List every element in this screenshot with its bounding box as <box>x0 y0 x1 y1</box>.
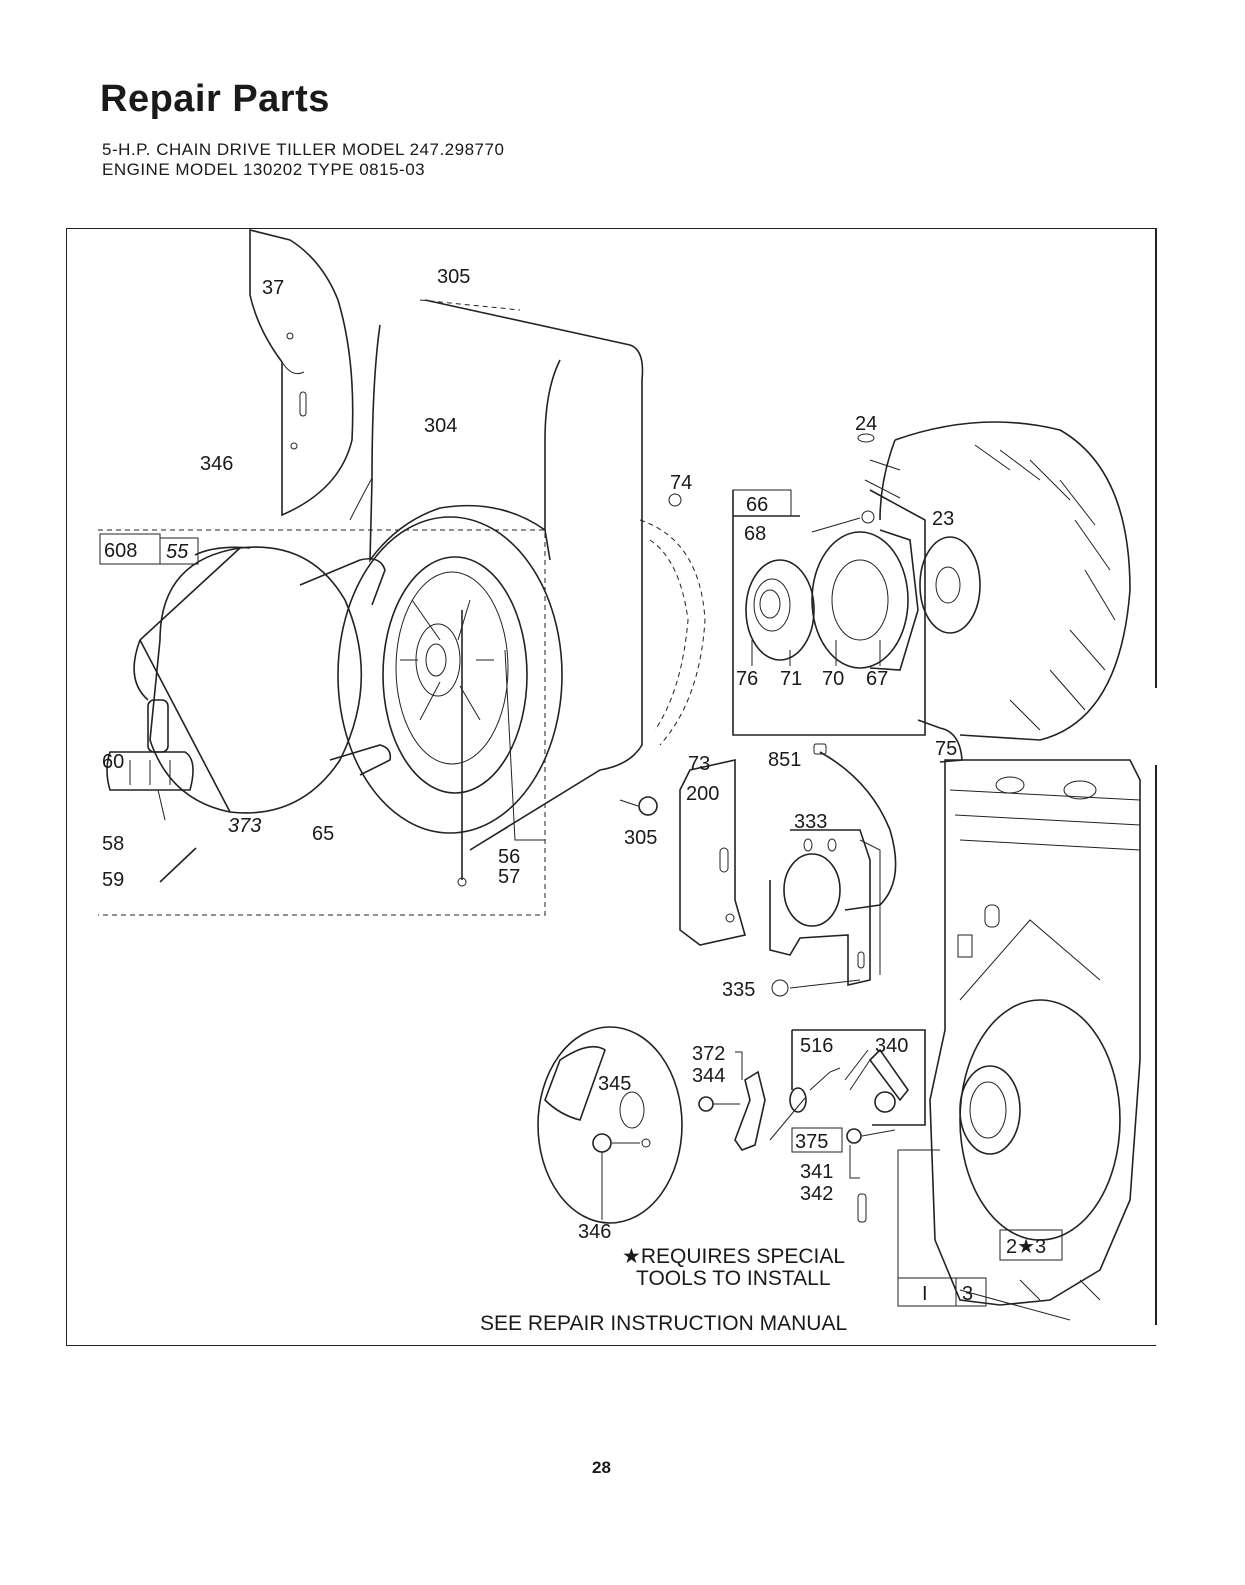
label-65: 65 <box>312 823 334 845</box>
label-305-top: 305 <box>437 266 470 288</box>
page-title: Repair Parts <box>100 78 330 120</box>
label-335: 335 <box>722 979 755 1001</box>
label-375: 375 <box>795 1131 828 1153</box>
part-305-screw <box>619 796 658 816</box>
label-373: 373 <box>228 815 261 837</box>
label-75: 75 <box>935 738 957 760</box>
label-55: 55 <box>166 541 189 563</box>
label-304: 304 <box>424 415 457 437</box>
label-1: I <box>922 1283 928 1305</box>
label-342: 342 <box>800 1183 833 1205</box>
label-341: 341 <box>800 1161 833 1183</box>
part-345-flywheel-nut-assembly <box>537 1026 683 1224</box>
label-344: 344 <box>692 1065 725 1087</box>
label-71: 71 <box>780 668 802 690</box>
label-340: 340 <box>875 1035 908 1057</box>
diagram-frame-right-edge <box>1155 228 1157 688</box>
part-55-starter-housing <box>98 516 563 916</box>
label-57: 57 <box>498 866 520 888</box>
label-37: 37 <box>262 277 284 299</box>
page-number: 28 <box>592 1458 611 1477</box>
label-73: 73 <box>688 753 710 775</box>
label-70: 70 <box>822 668 844 690</box>
label-372: 372 <box>692 1043 725 1065</box>
label-851: 851 <box>768 749 801 771</box>
label-68: 68 <box>744 523 766 545</box>
part-200-bracket <box>679 759 747 946</box>
part-73-screen <box>639 493 706 746</box>
label-59: 59 <box>102 869 124 891</box>
part-304-blower-housing <box>349 299 644 851</box>
tiller-model-line: 5-H.P. CHAIN DRIVE TILLER MODEL 247.2987… <box>102 140 505 159</box>
label-333: 333 <box>794 811 827 833</box>
part-cylinder-block <box>929 759 1141 1321</box>
part-37-shield <box>249 228 354 517</box>
label-345: 345 <box>598 1073 631 1095</box>
part-60-starter-handle <box>106 639 197 883</box>
label-346-bottom: 346 <box>578 1221 611 1243</box>
label-516: 516 <box>800 1035 833 1057</box>
part-clutch-assembly-box <box>732 489 926 736</box>
label-2-star-3: 2★3 <box>1006 1236 1046 1258</box>
part-23-flywheel <box>857 421 1131 763</box>
label-200: 200 <box>686 783 719 805</box>
part-brake-assembly <box>698 1029 926 1223</box>
special-tools-note-line1: ★REQUIRES SPECIAL <box>622 1245 845 1268</box>
label-3: 3 <box>962 1283 973 1305</box>
label-24: 24 <box>855 413 877 435</box>
label-56: 56 <box>498 846 520 868</box>
special-tools-note-line2: TOOLS TO INSTALL <box>636 1267 831 1290</box>
diagram-notes: ★REQUIRES SPECIAL TOOLS TO INSTALL SEE R… <box>480 1245 847 1335</box>
label-76: 76 <box>736 668 758 690</box>
label-66: 66 <box>746 494 768 516</box>
part-333-armature <box>769 743 897 987</box>
diagram-frame <box>66 228 1156 1346</box>
label-608: 608 <box>104 540 137 562</box>
label-60: 60 <box>102 751 124 773</box>
label-346-top: 346 <box>200 453 233 475</box>
label-58: 58 <box>102 833 124 855</box>
callout-labels: 37 305 304 346 608 55 60 58 59 373 65 56… <box>99 266 1063 1307</box>
engine-model-line: ENGINE MODEL 130202 TYPE 0815-03 <box>102 160 426 179</box>
label-67: 67 <box>866 668 888 690</box>
diagram-frame-right-edge-lower <box>1155 765 1157 1325</box>
label-23: 23 <box>932 508 954 530</box>
repair-manual-note: SEE REPAIR INSTRUCTION MANUAL <box>480 1312 847 1335</box>
label-305-right: 305 <box>624 827 657 849</box>
label-74: 74 <box>670 472 692 494</box>
